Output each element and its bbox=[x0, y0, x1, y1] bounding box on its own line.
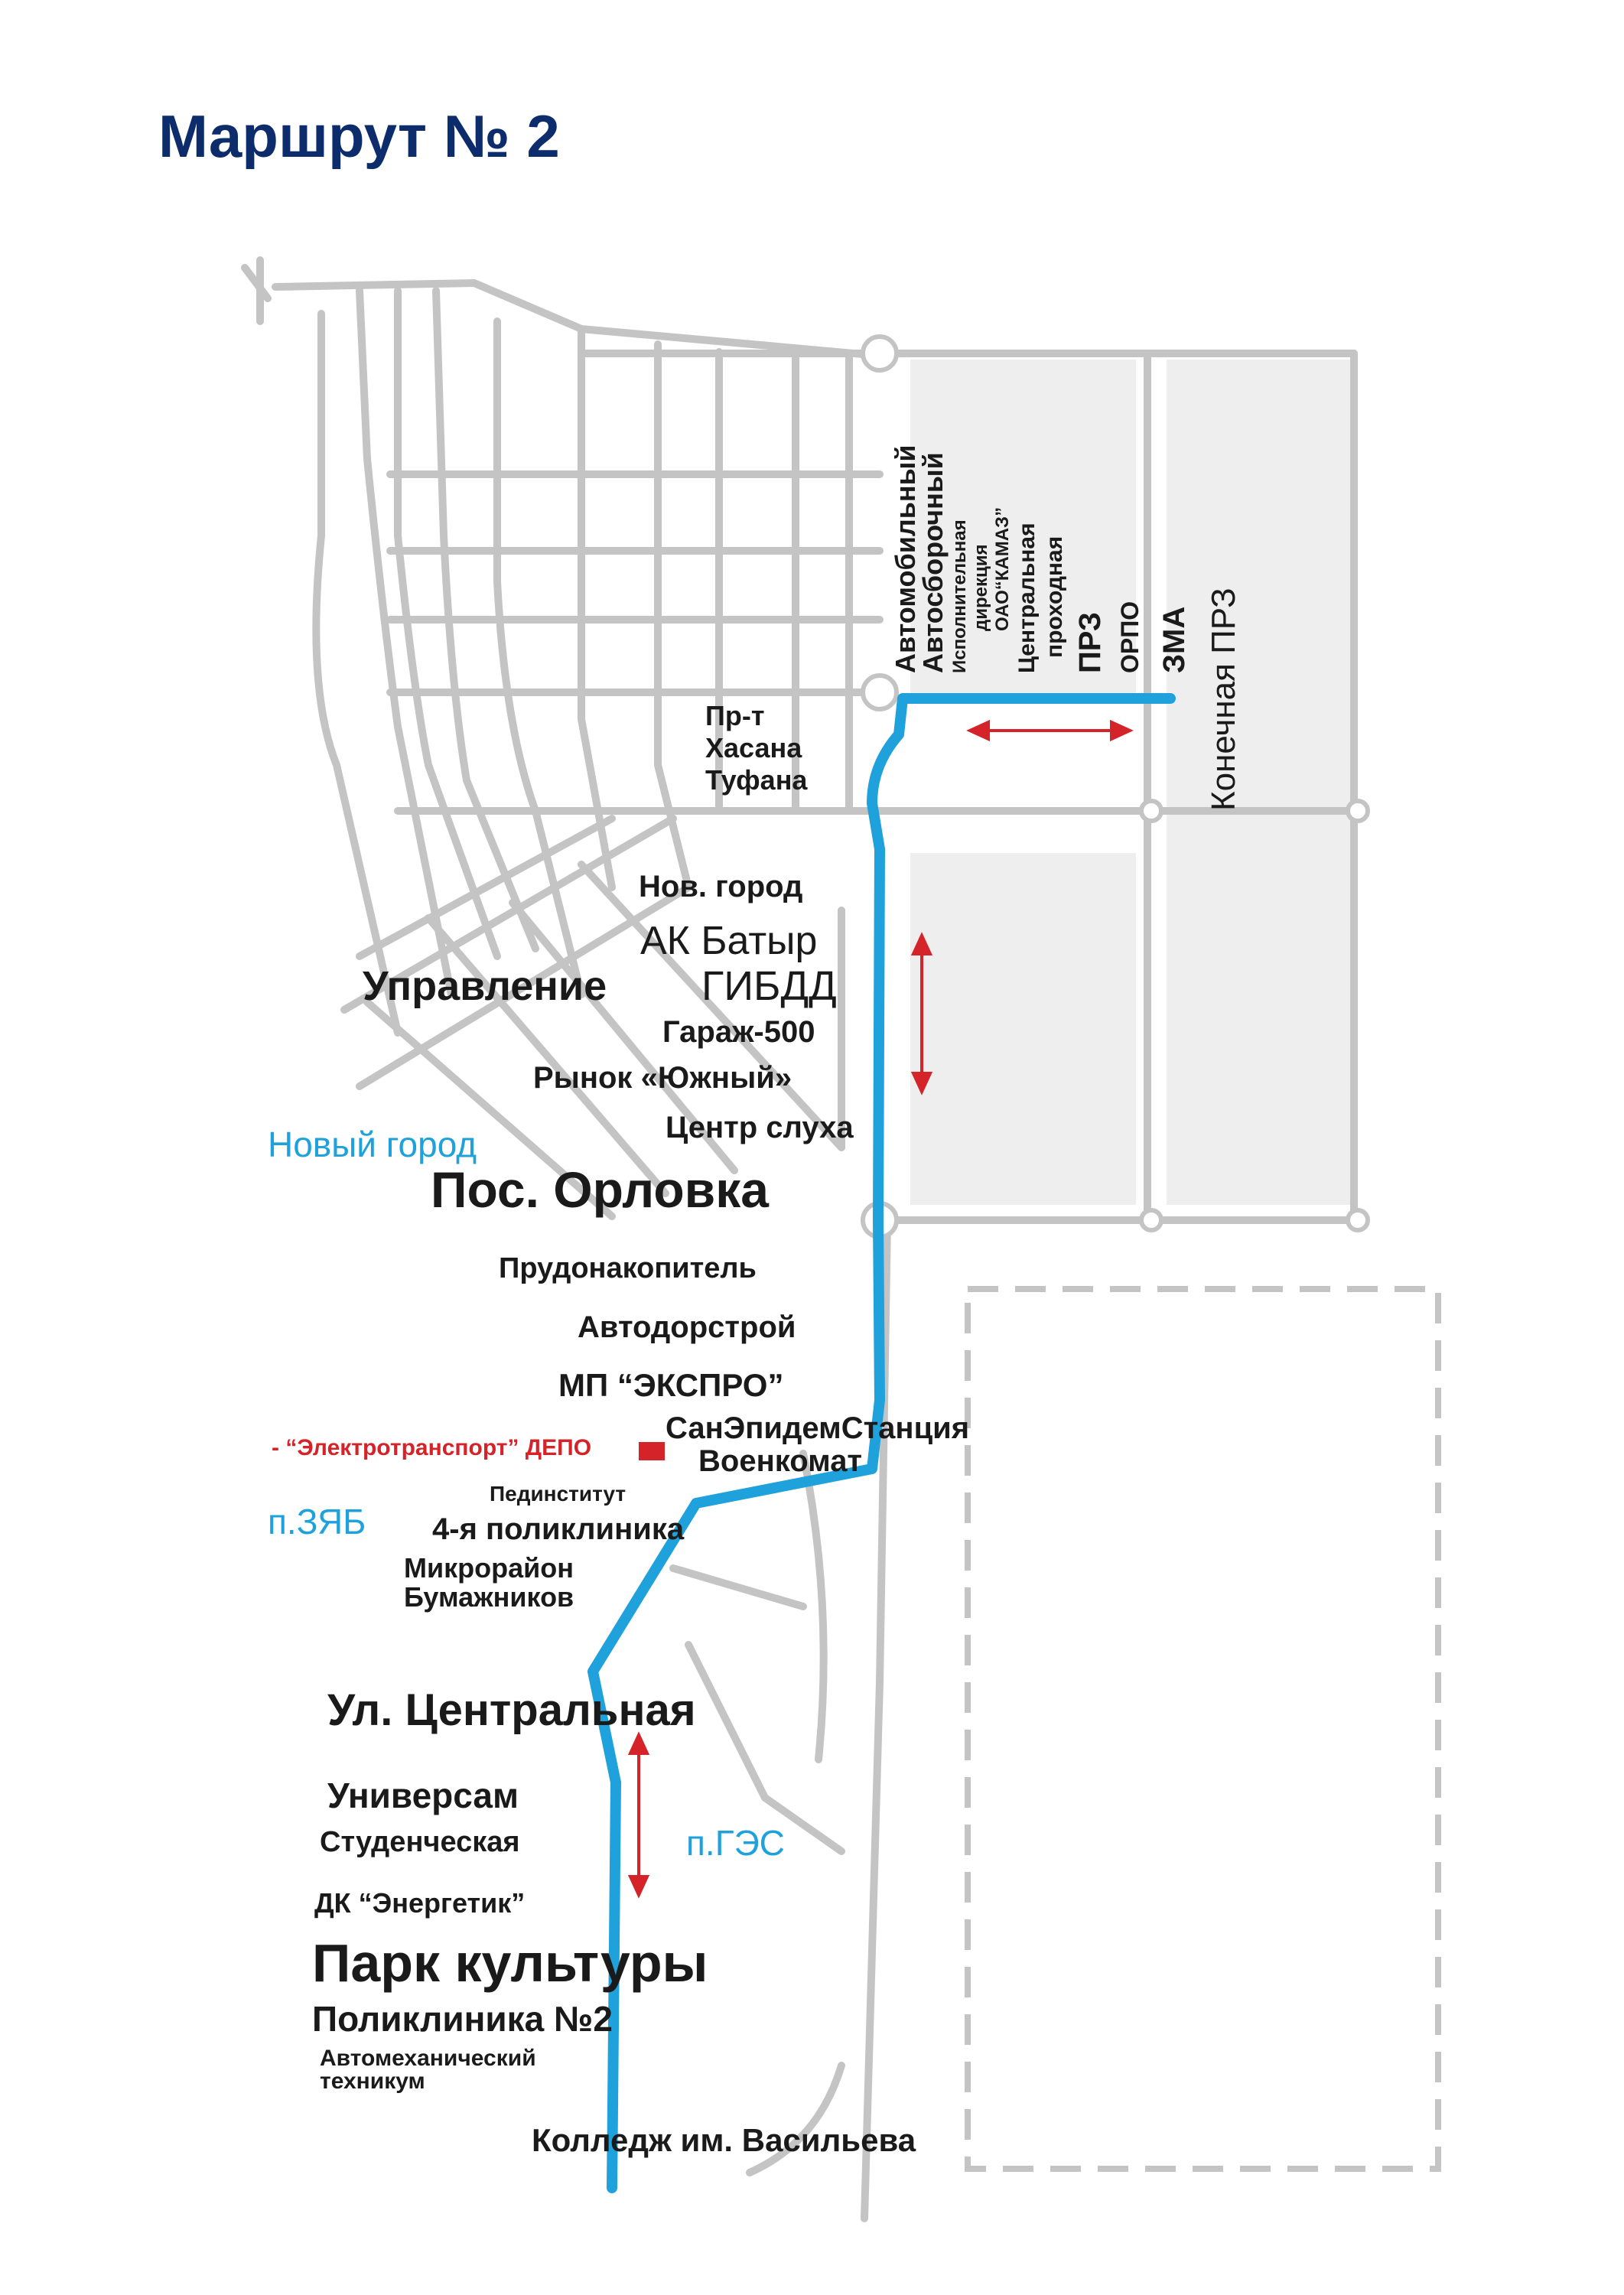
zone-block bbox=[910, 853, 1136, 1205]
stop-label: Управление bbox=[363, 963, 607, 1009]
stop-label: Пос. Орловка bbox=[431, 1161, 770, 1218]
stop-label: ОАО“КАМАЗ” bbox=[992, 507, 1013, 631]
page-title: Маршрут № 2 bbox=[158, 103, 560, 170]
zone-block bbox=[910, 360, 1136, 696]
zone-block bbox=[1167, 853, 1350, 1205]
stop-label: Нов. город bbox=[639, 870, 802, 903]
stop-label: Гараж-500 bbox=[662, 1015, 815, 1049]
road bbox=[432, 287, 539, 952]
stop-label: Парк культуры bbox=[312, 1933, 708, 1993]
roundabout bbox=[1139, 799, 1163, 823]
road bbox=[356, 287, 455, 998]
stop-label: Автомеханический bbox=[320, 2046, 536, 2071]
stop-label: проходная bbox=[1042, 536, 1067, 658]
depot-marker bbox=[639, 1442, 665, 1460]
stop-label: Прудонакопитель bbox=[499, 1252, 757, 1284]
road bbox=[312, 310, 402, 1037]
stop-label: Центр слуха bbox=[666, 1111, 854, 1144]
stop-label: Туфана bbox=[705, 764, 808, 796]
stop-label: Автосборочный bbox=[917, 452, 949, 673]
stop-label: Центральная bbox=[1014, 522, 1040, 673]
road bbox=[493, 317, 585, 998]
road bbox=[685, 1641, 845, 1855]
stop-label: Бумажников bbox=[404, 1581, 574, 1613]
roundabout bbox=[1346, 799, 1370, 823]
road bbox=[394, 287, 501, 960]
road bbox=[799, 1450, 828, 1763]
stop-label: техникум bbox=[320, 2069, 425, 2094]
stop-label: Автомобильный bbox=[890, 445, 921, 673]
stop-label: ОРПО bbox=[1116, 601, 1144, 673]
district-label: п.ЗЯБ bbox=[268, 1502, 366, 1541]
stop-label: СанЭпидемСтанция bbox=[666, 1411, 969, 1445]
terminus-label: Конечная ПРЗ bbox=[1205, 588, 1242, 811]
stop-label: 4-я поликлиника bbox=[432, 1512, 685, 1546]
road bbox=[578, 325, 616, 891]
road bbox=[509, 899, 738, 1174]
stop-label: Исполнительная bbox=[949, 519, 970, 673]
stop-label: ПРЗ bbox=[1073, 612, 1107, 673]
road bbox=[669, 1564, 807, 1610]
road bbox=[241, 264, 272, 302]
stop-label: Рынок «Южный» bbox=[533, 1061, 792, 1095]
stop-label: ЗМА bbox=[1157, 607, 1191, 673]
road bbox=[578, 861, 845, 1151]
stop-label: Студенческая bbox=[320, 1826, 520, 1858]
road-network bbox=[241, 256, 1358, 2222]
stop-label: МП “ЭКСПРО” bbox=[558, 1367, 783, 1403]
road bbox=[340, 815, 677, 1014]
dashed-zone bbox=[965, 1286, 1441, 2172]
direction-arrows bbox=[627, 719, 1134, 1899]
road bbox=[363, 998, 616, 1220]
district-label: п.ГЭС bbox=[686, 1823, 785, 1863]
industrial-stop-labels: Автомобильный Автосборочный Исполнительн… bbox=[890, 445, 1242, 811]
roundabout bbox=[861, 673, 899, 711]
stop-label: Пр-т bbox=[705, 700, 764, 731]
roundabout bbox=[1346, 1208, 1370, 1232]
route-line bbox=[587, 693, 1176, 2193]
stop-label: Хасана bbox=[705, 732, 802, 763]
stop-labels: Пр-т Хасана Туфана Нов. город АК Батыр У… bbox=[268, 700, 969, 2158]
stop-label: Микрорайон bbox=[404, 1552, 574, 1584]
stop-label: Универсам bbox=[327, 1776, 519, 1815]
stop-label: ГИБДД bbox=[701, 963, 837, 1009]
roundabout bbox=[861, 334, 899, 373]
zone-boundary bbox=[965, 1286, 1441, 2172]
stop-label: ДК “Энергетик” bbox=[314, 1887, 525, 1919]
stop-label: Поликлиника №2 bbox=[312, 1999, 613, 2039]
industrial-zones bbox=[910, 360, 1350, 1205]
stop-label: Автодорстрой bbox=[578, 1310, 796, 1344]
roundabout bbox=[1139, 1208, 1163, 1232]
stop-label: Пединститут bbox=[490, 1482, 626, 1506]
depot-label: - “Электротранспорт” ДЕПО bbox=[272, 1435, 591, 1460]
stop-label: Военкомат bbox=[698, 1444, 862, 1478]
road bbox=[356, 815, 616, 960]
stop-label: Ул. Центральная bbox=[327, 1685, 696, 1735]
stop-label: АК Батыр bbox=[640, 919, 817, 963]
stop-label: Колледж им. Васильева bbox=[532, 2122, 916, 2158]
road bbox=[746, 2062, 845, 2176]
road bbox=[272, 278, 884, 360]
road bbox=[654, 340, 692, 891]
stop-label: дирекция bbox=[971, 544, 991, 631]
district-label: Новый город bbox=[268, 1125, 477, 1164]
road bbox=[425, 914, 669, 1197]
